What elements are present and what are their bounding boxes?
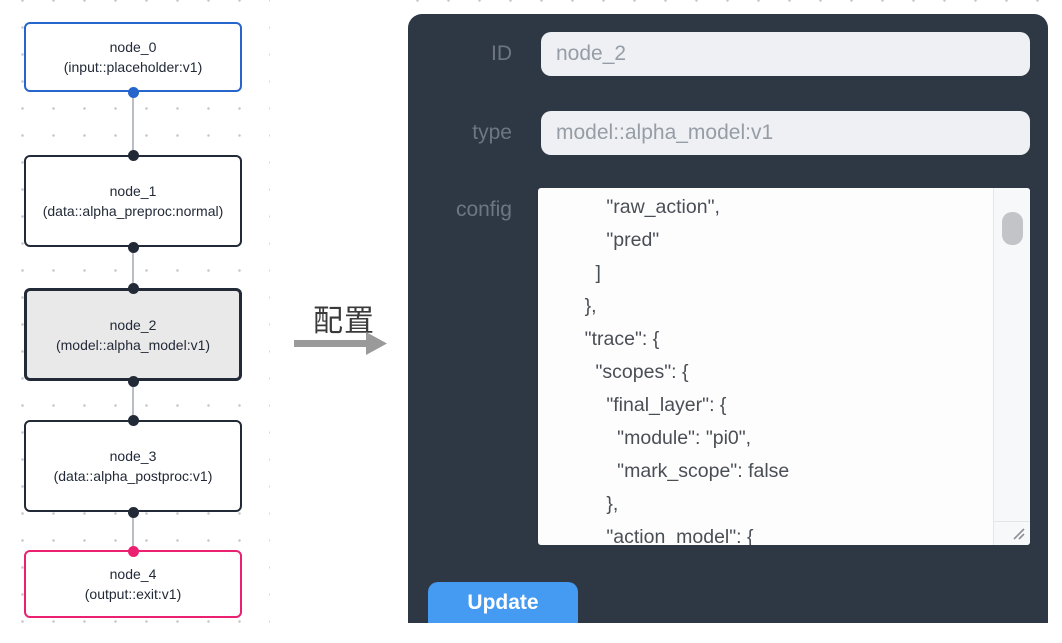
node-type-label: (model::alpha_model:v1) [55,336,211,353]
port-node4-in[interactable] [128,546,139,557]
resize-corner[interactable] [993,521,1030,545]
arrow-right-icon [292,330,388,361]
flow-node-model-selected[interactable]: node_2 (model::alpha_model:v1) [24,288,242,381]
node-title: node_4 [109,566,157,582]
port-node1-out[interactable] [128,242,139,253]
config-scrollbar-track[interactable] [993,188,1030,545]
node-title: node_3 [109,448,157,464]
config-json-text[interactable]: "raw_action", "pred" ] }, "trace": { "sc… [584,196,790,545]
flow-node-postproc[interactable]: node_3 (data::alpha_postproc:v1) [24,420,242,512]
edge-node0-node1 [132,92,134,155]
port-node2-out[interactable] [128,376,139,387]
config-textarea[interactable]: "raw_action", "pred" ] }, "trace": { "sc… [538,188,1030,545]
node-type-label: (data::alpha_preproc:normal) [42,203,224,219]
port-node2-in[interactable] [128,283,139,294]
update-button[interactable]: Update [428,582,578,623]
node-config-panel: ID type config "raw_action", "pred" ] },… [408,14,1048,623]
node-title: node_1 [109,183,157,199]
port-node3-out[interactable] [128,507,139,518]
config-field-label: config [455,198,512,221]
edge-node3-node4 [132,512,134,551]
type-field-label: type [472,121,512,144]
edge-node1-node2 [132,247,134,288]
node-type-label: (output::exit:v1) [84,586,182,602]
scrollbar-thumb[interactable] [1002,212,1023,245]
node-title: node_2 [109,316,157,333]
edge-node2-node3 [132,381,134,420]
id-input[interactable] [541,32,1030,76]
port-node3-in[interactable] [128,415,139,426]
type-input[interactable] [541,111,1030,155]
annotation-label: 配置 [313,305,375,338]
node-type-label: (data::alpha_postproc:v1) [53,468,213,484]
flow-node-input[interactable]: node_0 (input::placeholder:v1) [24,22,242,92]
resize-handle-icon [1013,528,1025,540]
flow-node-output[interactable]: node_4 (output::exit:v1) [24,550,242,618]
flow-node-preproc[interactable]: node_1 (data::alpha_preproc:normal) [24,155,242,247]
node-title: node_0 [109,39,157,55]
port-node0-out[interactable] [128,87,139,98]
node-type-label: (input::placeholder:v1) [63,59,203,75]
id-field-label: ID [491,42,512,65]
annotation-overlay: 配置 [270,0,398,643]
port-node1-in[interactable] [128,150,139,161]
